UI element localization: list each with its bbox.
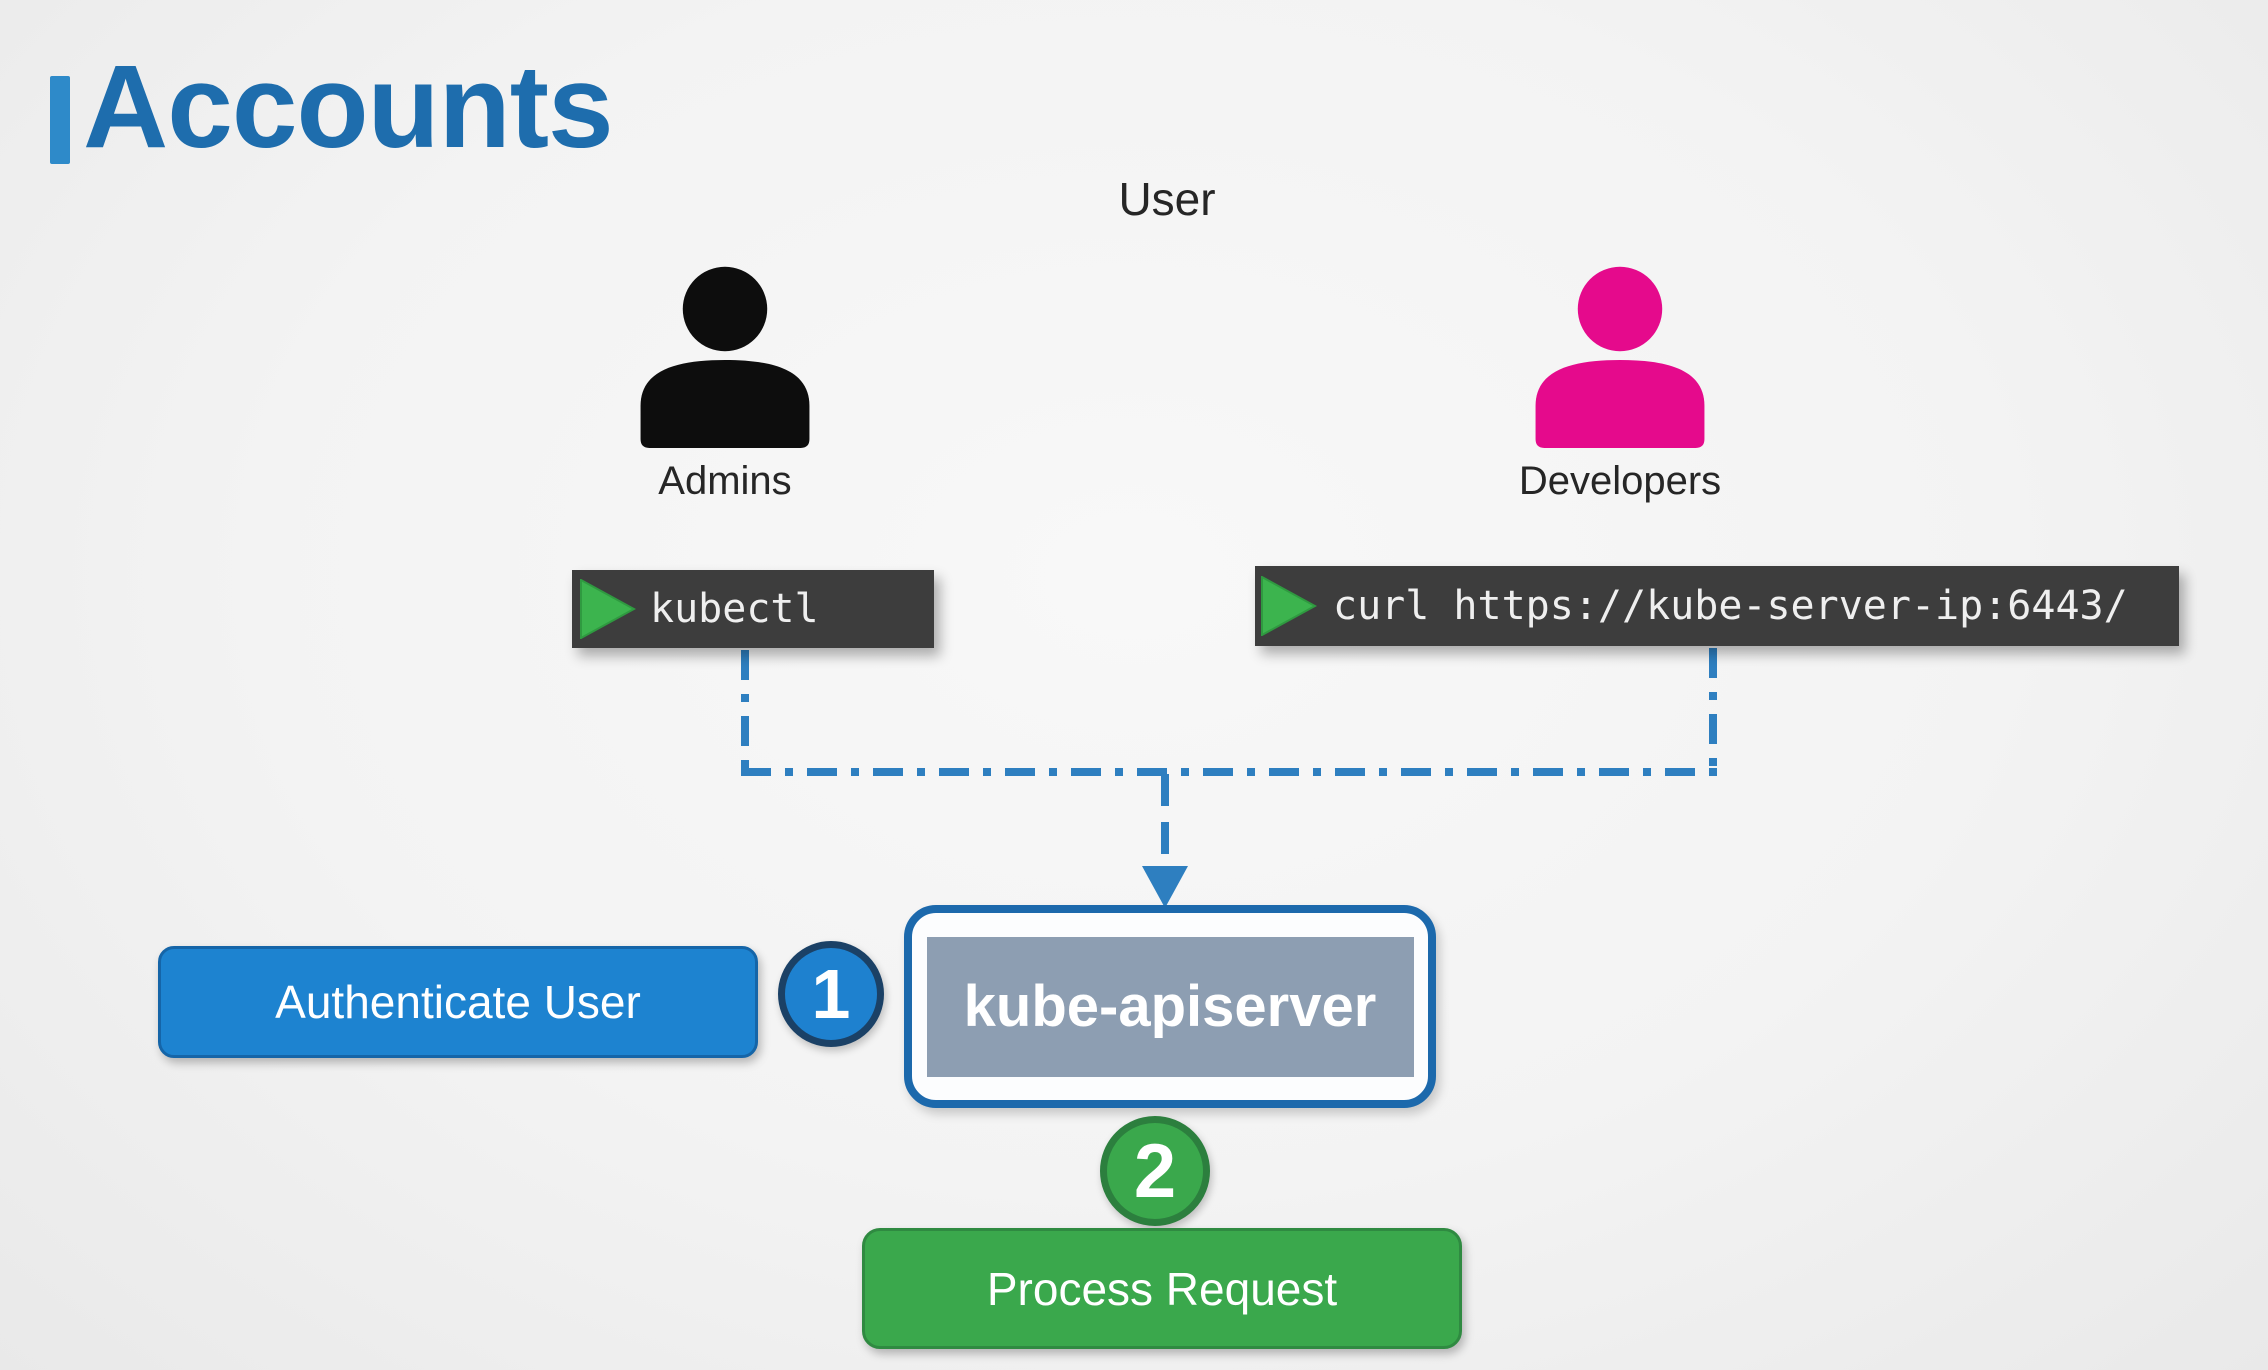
kube-apiserver-inner-box: kube-apiserver bbox=[926, 936, 1414, 1077]
process-request-box: Process Request bbox=[862, 1228, 1462, 1349]
arrow-down-icon bbox=[1142, 866, 1188, 908]
terminal-kubectl: kubectl bbox=[572, 570, 934, 648]
developers-label: Developers bbox=[1518, 459, 1722, 503]
terminal-command: kubectl bbox=[650, 586, 819, 632]
authenticate-user-label: Authenticate User bbox=[275, 976, 641, 1028]
process-request-label: Process Request bbox=[986, 1262, 1338, 1315]
step-1-badge: 1 bbox=[778, 941, 884, 1047]
actor-admins: Admins bbox=[630, 265, 820, 504]
user-group-label: User bbox=[1118, 173, 1216, 225]
admin-person-icon bbox=[640, 266, 810, 448]
play-triangle-icon bbox=[1261, 576, 1317, 636]
step-2-number: 2 bbox=[1133, 1128, 1177, 1214]
terminal-command: curl https://kube-server-ip:6443/ bbox=[1333, 583, 2128, 629]
title-accent-bar bbox=[50, 76, 70, 164]
terminal-curl: curl https://kube-server-ip:6443/ bbox=[1255, 566, 2179, 646]
step-1-number: 1 bbox=[811, 955, 851, 1033]
developer-person-icon bbox=[1535, 266, 1705, 448]
authenticate-user-box: Authenticate User bbox=[158, 946, 758, 1058]
admins-label: Admins bbox=[658, 459, 792, 503]
kube-apiserver-node: kube-apiserver bbox=[904, 905, 1436, 1108]
play-triangle-icon bbox=[580, 579, 636, 639]
page-title: Accounts bbox=[83, 41, 614, 173]
kube-apiserver-label: kube-apiserver bbox=[963, 974, 1377, 1039]
slide-header: Accounts bbox=[50, 41, 614, 173]
actor-developers: Developers bbox=[1518, 265, 1722, 504]
step-2-badge: 2 bbox=[1100, 1116, 1210, 1226]
